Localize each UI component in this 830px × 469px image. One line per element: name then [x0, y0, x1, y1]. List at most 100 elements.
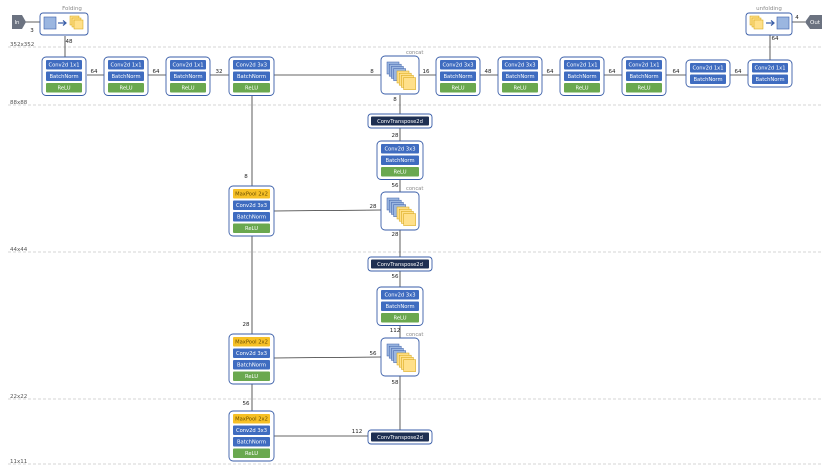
- bn-label: BatchNorm: [173, 74, 202, 80]
- conv1x1-label: Conv2d 1x1: [172, 63, 203, 69]
- maxpool-label: MaxPool 2x2: [235, 417, 268, 423]
- conv1x1-label: Conv2d 1x1: [48, 63, 79, 69]
- arrow-right-icon: [766, 20, 775, 26]
- edge-label: 64: [673, 69, 680, 75]
- edge-label: 64: [153, 69, 160, 75]
- conv3x3-label: Conv2d 3x3: [442, 63, 473, 69]
- conv3x3-layer: [233, 200, 270, 210]
- edge-label: 64: [547, 69, 554, 75]
- conv3x3-label: Conv2d 3x3: [384, 147, 415, 153]
- edge-label: 28: [243, 322, 250, 328]
- relu-layer: [381, 167, 419, 177]
- edge-label: 56: [392, 183, 399, 189]
- conv1x1-layer: [626, 60, 662, 70]
- edge-label: 8: [244, 174, 248, 180]
- unfolding-label: unfolding: [756, 6, 782, 12]
- conv3x3-layer: [502, 60, 538, 70]
- resolution-label: 22x22: [10, 394, 27, 400]
- maxpool-label: MaxPool 2x2: [235, 340, 268, 346]
- resolution-label: 88x88: [10, 100, 28, 106]
- relu-label: ReLU: [394, 316, 407, 322]
- resolution-label: 352x352: [10, 42, 34, 48]
- output-label: Out: [810, 20, 821, 26]
- conv3x3-layer: [381, 144, 419, 154]
- folded-stack-icon: [69, 15, 84, 30]
- relu-layer: [233, 83, 270, 93]
- bn-label: BatchNorm: [567, 74, 596, 80]
- relu-layer: [233, 223, 270, 233]
- conv3x3-label: Conv2d 3x3: [236, 203, 267, 209]
- concat-node: concat: [380, 332, 423, 377]
- maxpool-layer: [233, 189, 270, 199]
- relu-layer: [502, 83, 538, 93]
- concat-node: concat: [380, 186, 423, 231]
- channel-count: 4: [795, 15, 799, 21]
- edge-label: 48: [485, 69, 492, 75]
- convT-label: ConvTranspose2d: [377, 435, 423, 441]
- bn-label: BatchNorm: [237, 74, 266, 80]
- bn-layer: [502, 71, 538, 81]
- bn-layer: [752, 74, 788, 84]
- edge-label: 56: [243, 401, 250, 407]
- conv1x1-layer: [46, 60, 82, 70]
- bn-label: BatchNorm: [49, 74, 78, 80]
- bn-layer: [233, 71, 270, 81]
- conv-transpose-block: ConvTranspose2d: [367, 429, 433, 445]
- edge-label: 58: [392, 380, 399, 386]
- resolution-label: 44x44: [10, 247, 28, 253]
- edge-label: 28: [370, 204, 377, 210]
- maxpool-layer: [233, 414, 270, 424]
- image-square-icon: [776, 16, 790, 30]
- folded-stack-icon: [749, 15, 764, 30]
- bn-label: BatchNorm: [505, 74, 534, 80]
- bn-label: BatchNorm: [237, 215, 266, 221]
- relu-layer: [46, 83, 82, 93]
- conv1x1-label: Conv2d 1x1: [110, 63, 141, 69]
- conv1x1-layer: [752, 63, 788, 73]
- bn-layer: [564, 71, 600, 81]
- relu-layer: [440, 83, 476, 93]
- conv3x3-label: Conv2d 3x3: [504, 63, 535, 69]
- feature-map-icon: [403, 359, 416, 372]
- edge-label: 8: [370, 69, 374, 75]
- relu-label: ReLU: [576, 86, 589, 92]
- relu-label: ReLU: [245, 374, 258, 380]
- edge-label: 28: [392, 133, 399, 139]
- bn-layer: [233, 437, 270, 447]
- bn-label: BatchNorm: [385, 158, 414, 164]
- resolution-separators: [8, 46, 822, 465]
- concat-label: concat: [406, 332, 423, 338]
- convT-label: ConvTranspose2d: [377, 119, 423, 125]
- conv-transpose-block: ConvTranspose2d: [367, 256, 433, 272]
- conv1x1-label: Conv2d 1x1: [692, 66, 723, 72]
- bn-layer: [170, 71, 206, 81]
- relu-label: ReLU: [638, 86, 651, 92]
- relu-label: ReLU: [182, 86, 195, 92]
- conv-transpose-block: ConvTranspose2d: [367, 113, 433, 129]
- bn-layer: [440, 71, 476, 81]
- bn-layer: [381, 301, 419, 311]
- bn-layer: [626, 71, 662, 81]
- conv3x3-label: Conv2d 3x3: [384, 293, 415, 299]
- image-square-icon: [43, 16, 57, 30]
- bn-label: BatchNorm: [385, 304, 414, 310]
- conv3x3-layer: [381, 290, 419, 300]
- bn-layer: [46, 71, 82, 81]
- concat-label: concat: [406, 186, 423, 192]
- channel-count: 48: [66, 39, 73, 45]
- bn-label: BatchNorm: [443, 74, 472, 80]
- conv3x3-layer: [233, 348, 270, 358]
- conv1x1-label: Conv2d 1x1: [754, 66, 785, 72]
- folding-block: Folding 3 48: [30, 6, 89, 45]
- conv1x1-label: Conv2d 1x1: [566, 63, 597, 69]
- relu-label: ReLU: [245, 226, 258, 232]
- relu-label: ReLU: [120, 86, 133, 92]
